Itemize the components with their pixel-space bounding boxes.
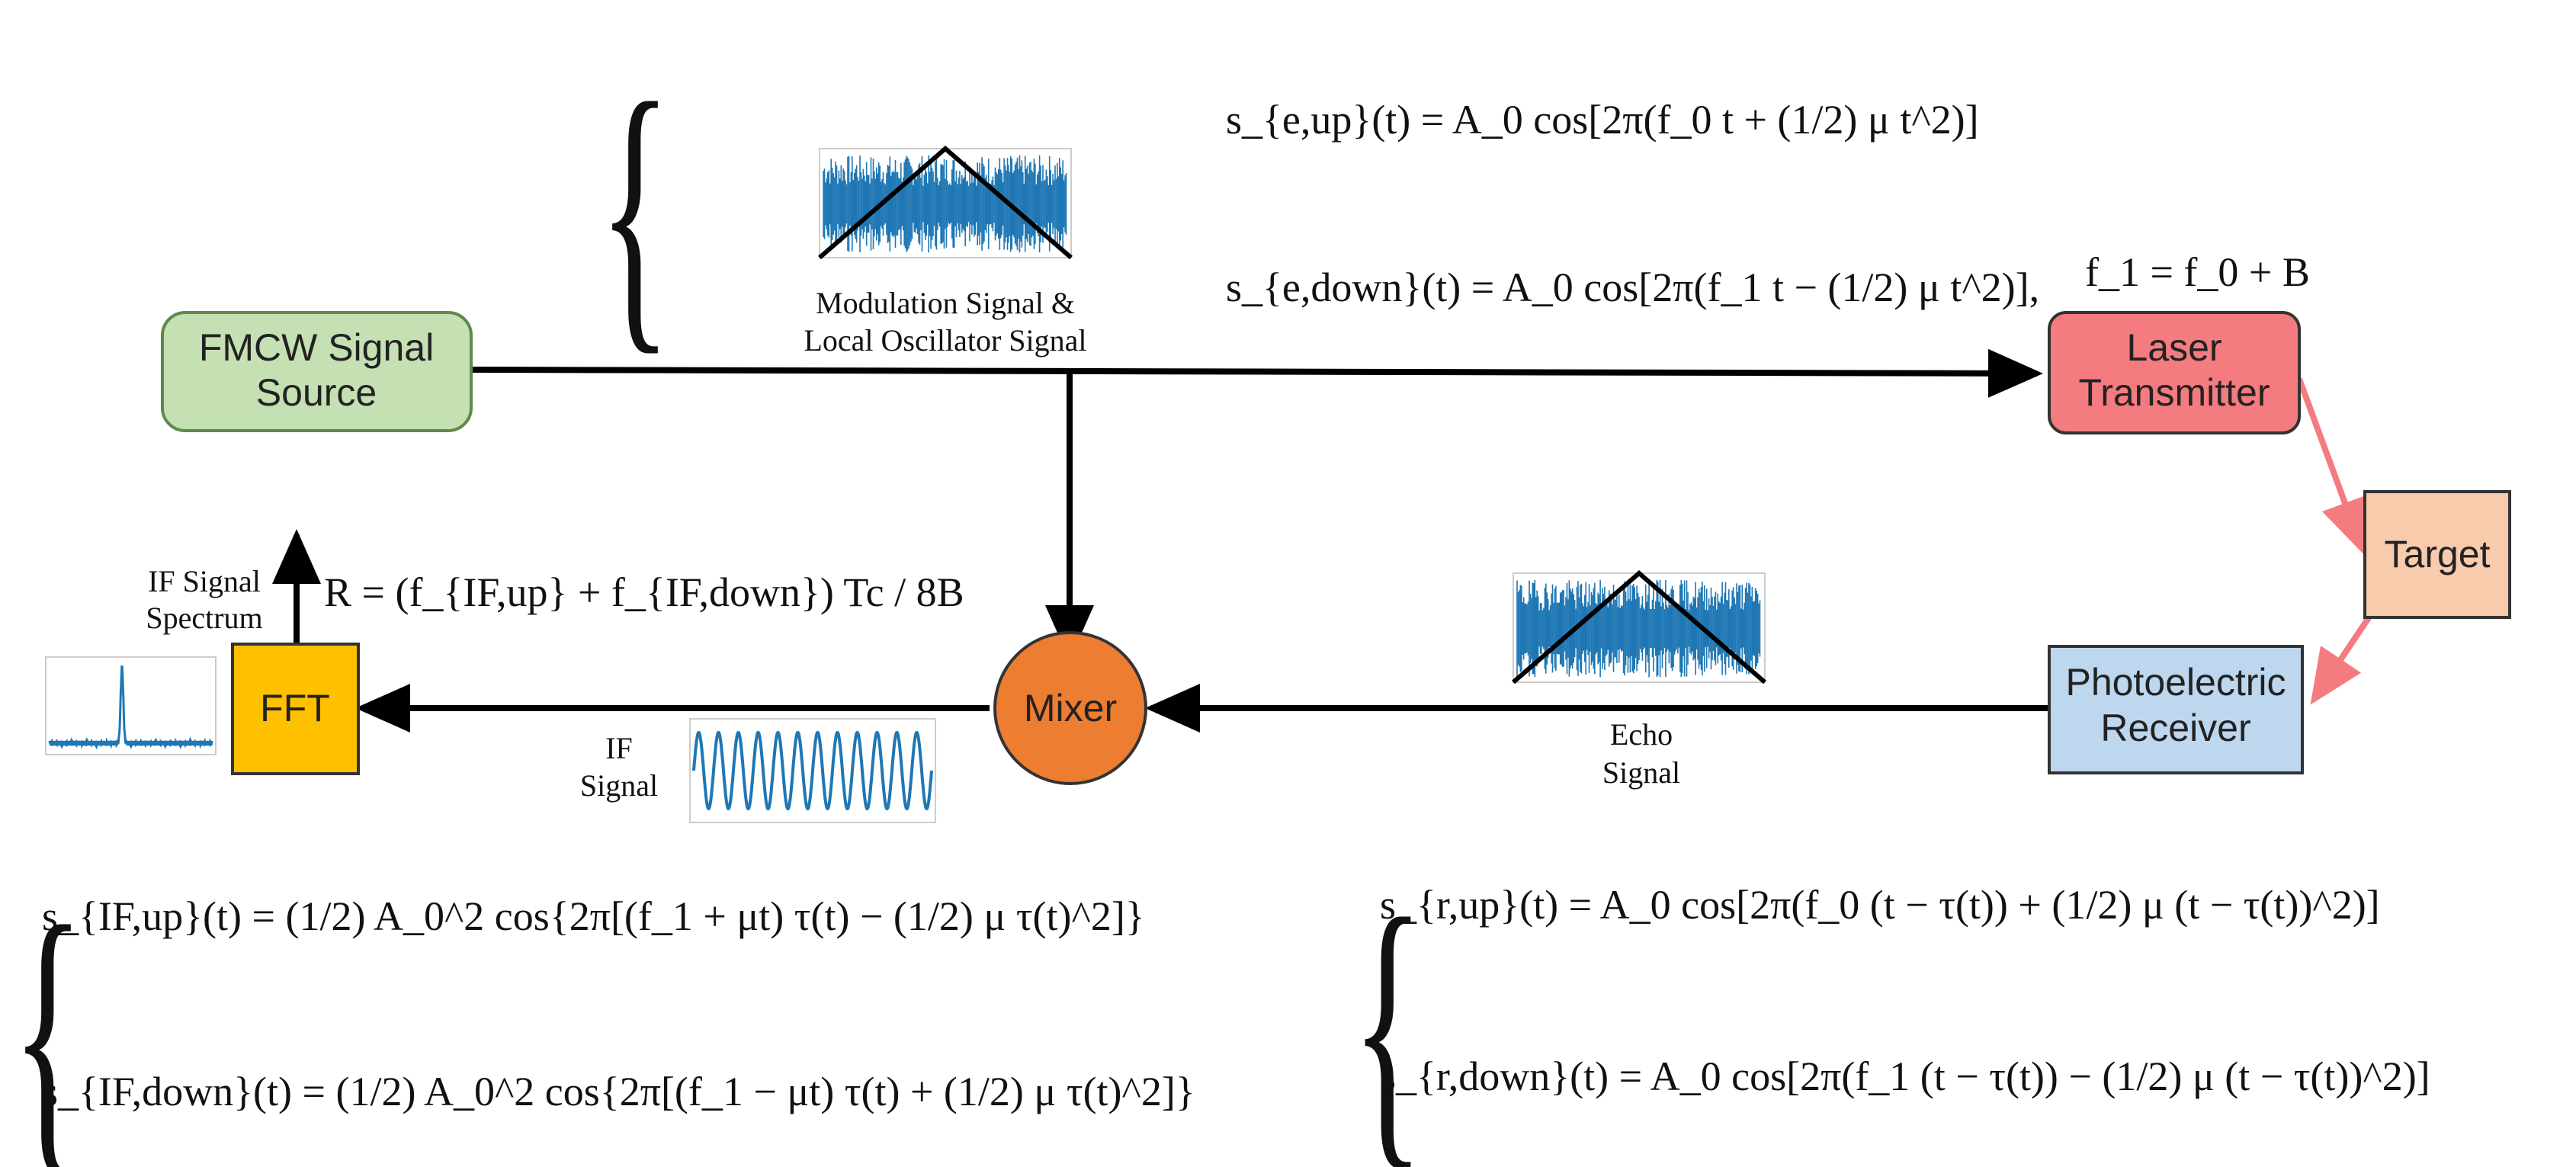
transmit-equations: { s_{e,up}(t) = A_0 cos[2π(f_0 t + (1/2)…: [598, 42, 2310, 380]
receiver-label-line2: Receiver: [2100, 707, 2250, 749]
target-to-receiver-arrow: [2310, 612, 2374, 705]
eq-range: R = (f_{IF,up} + f_{IF,down}) Tc / 8B: [324, 569, 964, 615]
eq-sif-up: s_{IF,up}(t) = (1/2) A_0^2 cos{2π[(f_1 +…: [42, 893, 1145, 939]
if-sine-wave: [692, 731, 933, 810]
if-spectrum-thumbnail: [45, 656, 217, 755]
spectrum-label-line1: IF Signal: [148, 564, 261, 598]
fft-block: FFT: [231, 643, 360, 775]
if-equations: { s_{IF,up}(t) = (1/2) A_0^2 cos{2π[(f_1…: [11, 865, 1195, 1167]
eq-f1: f_1 = f_0 + B: [2085, 249, 2310, 295]
echo-label-line2: Signal: [1602, 755, 1680, 790]
if-label-line2: Signal: [580, 768, 658, 803]
source-label-line2: Source: [256, 371, 377, 414]
eq-sr-up: s_{r,up}(t) = A_0 cos[2π(f_0 (t − τ(t)) …: [1380, 882, 2380, 928]
eq-se-up: s_{e,up}(t) = A_0 cos[2π(f_0 t + (1/2) μ…: [1226, 97, 1979, 143]
laser-label-line2: Transmitter: [2079, 371, 2270, 414]
modulation-label-line2: Local Oscillator Signal: [804, 323, 1086, 357]
if-signal-thumbnail: [689, 718, 936, 823]
modulation-noise-band: [823, 155, 1067, 253]
echo-signal-thumbnail: [1512, 570, 1766, 684]
target-label: Target: [2385, 533, 2491, 575]
receive-equations: { s_{r,up}(t) = A_0 cos[2π(f_0 (t − τ(t)…: [1352, 858, 2430, 1167]
laser-label-line1: Laser: [2126, 326, 2222, 369]
if-label-line1: IF: [605, 731, 633, 765]
receive-left-brace: {: [1352, 858, 1425, 1167]
if-left-brace: {: [11, 865, 85, 1167]
spectrum-peak: [48, 665, 213, 750]
target-block: Target: [2363, 490, 2511, 619]
connections: [272, 348, 2374, 733]
source-label-line1: FMCW Signal: [199, 326, 434, 369]
fft-label: FFT: [260, 687, 330, 729]
laser-to-target-arrow: [2296, 377, 2368, 555]
eq-sr-down: s_{r,down}(t) = A_0 cos[2π(f_1 (t − τ(t)…: [1380, 1053, 2430, 1099]
transmit-left-brace: {: [598, 42, 672, 380]
modulation-signal-thumbnail: [818, 146, 1073, 260]
receiver-label-line1: Photoelectric: [2065, 661, 2286, 704]
modulation-label-line1: Modulation Signal &: [816, 286, 1075, 320]
echo-label-line1: Echo: [1610, 717, 1673, 752]
echo-noise-band: [1516, 579, 1761, 678]
mixer-label: Mixer: [1024, 687, 1117, 729]
eq-se-down: s_{e,down}(t) = A_0 cos[2π(f_1 t − (1/2)…: [1226, 264, 2039, 310]
source-to-laser-line: [472, 348, 2043, 398]
photoelectric-receiver-block: Photoelectric Receiver: [2048, 645, 2304, 774]
eq-sif-down: s_{IF,down}(t) = (1/2) A_0^2 cos{2π[(f_1…: [42, 1069, 1195, 1114]
laser-transmitter-block: Laser Transmitter: [2048, 311, 2301, 434]
mixer-block: Mixer: [993, 631, 1147, 785]
range-equation: R = (f_{IF,up} + f_{IF,down}) Tc / 8B: [324, 569, 964, 615]
fmcw-signal-source-block: FMCW Signal Source: [161, 311, 473, 432]
spectrum-label-line2: Spectrum: [146, 601, 262, 635]
